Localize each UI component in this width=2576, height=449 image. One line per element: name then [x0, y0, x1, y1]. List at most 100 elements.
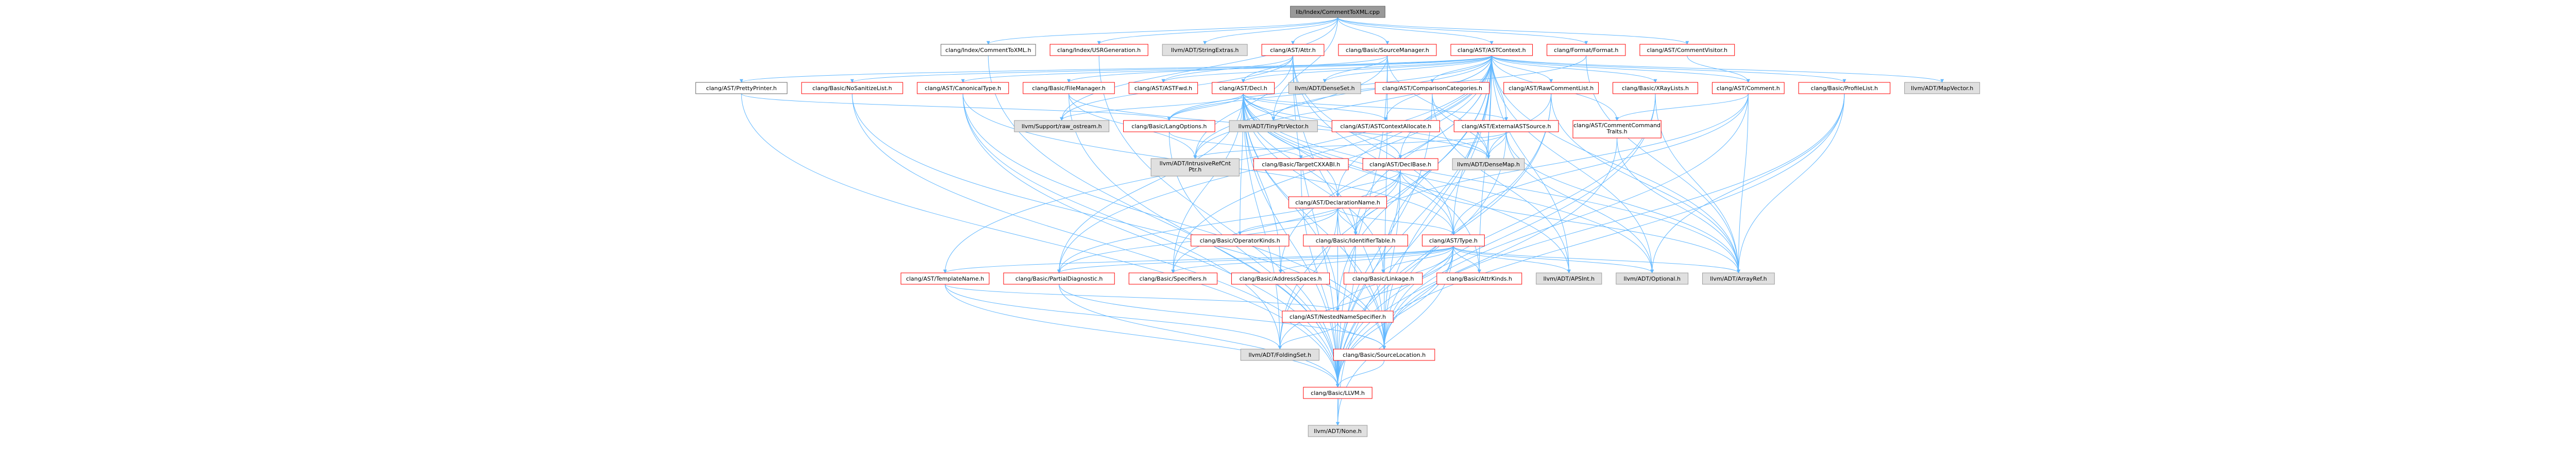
include-edge	[1736, 93, 1845, 273]
header-node-comparisoncategories[interactable]: clang/AST/ComparisonCategories.h	[1375, 82, 1490, 94]
node-label: llvm/ADT/APSInt.h	[1543, 275, 1595, 282]
header-node-profilelist[interactable]: clang/Basic/ProfileList.h	[1798, 82, 1891, 94]
include-edge	[1337, 17, 1588, 45]
node-box	[1290, 6, 1385, 18]
node-label: Ptr.h	[1189, 166, 1201, 173]
node-label: clang/Basic/Linkage.h	[1352, 275, 1414, 282]
include-edge	[1168, 131, 1340, 388]
node-label: clang/AST/Comment.h	[1717, 85, 1780, 92]
node-label: clang/AST/CanonicalType.h	[925, 85, 1001, 92]
header-node-attrkinds[interactable]: clang/Basic/AttrKinds.h	[1436, 272, 1522, 285]
node-label: clang/AST/DeclBase.h	[1369, 161, 1431, 168]
header-node-declbase[interactable]: clang/AST/DeclBase.h	[1362, 158, 1438, 170]
node-box	[1014, 120, 1110, 132]
include-edge	[852, 93, 1340, 388]
include-edge	[1243, 93, 1386, 350]
header-node-canonicaltype[interactable]: clang/AST/CanonicalType.h	[917, 82, 1009, 94]
include-edge	[1337, 17, 1389, 45]
header-node-specifiers[interactable]: clang/Basic/Specifiers.h	[1128, 272, 1217, 285]
header-node-targetcxxabi[interactable]: clang/Basic/TargetCXXABI.h	[1253, 158, 1349, 170]
node-label: clang/AST/RawCommentList.h	[1509, 85, 1594, 92]
node-label: clang/Basic/SourceLocation.h	[1343, 352, 1426, 358]
header-node-xraylists[interactable]: clang/Basic/XRayLists.h	[1613, 82, 1698, 94]
node-box	[917, 82, 1009, 94]
header-node-llvm[interactable]: clang/Basic/LLVM.h	[1303, 387, 1372, 399]
node-label: clang/AST/NestedNameSpecifier.h	[1290, 314, 1386, 320]
header-node-commenttoxmlh: clang/Index/CommentToXML.h	[940, 44, 1036, 56]
header-node-nestednamespecifier[interactable]: clang/AST/NestedNameSpecifier.h	[1282, 310, 1394, 323]
include-edge	[944, 284, 1340, 312]
node-label: clang/AST/CommentCommand	[1573, 122, 1660, 129]
header-node-addressspaces[interactable]: clang/Basic/AddressSpaces.h	[1231, 272, 1330, 285]
include-edge	[1486, 131, 1507, 159]
header-node-langoptions[interactable]: clang/Basic/LangOptions.h	[1123, 120, 1215, 132]
node-label: llvm/ADT/None.h	[1314, 428, 1362, 435]
node-label: clang/Basic/AddressSpaces.h	[1240, 275, 1322, 282]
header-node-partialdiagnostic[interactable]: clang/Basic/PartialDiagnostic.h	[1003, 272, 1115, 285]
header-node-astfwd[interactable]: clang/AST/ASTFwd.h	[1128, 82, 1198, 94]
node-label: clang/AST/DeclarationName.h	[1295, 199, 1380, 206]
include-edge	[1323, 55, 1492, 83]
header-node-usrgeneration[interactable]: clang/Index/USRGeneration.h	[1049, 44, 1148, 56]
header-node-rawcommentlist[interactable]: clang/AST/RawCommentList.h	[1503, 82, 1599, 94]
header-node-identifiertable[interactable]: clang/Basic/IdentifierTable.h	[1303, 234, 1409, 247]
node-label: clang/Basic/SourceManager.h	[1346, 47, 1429, 54]
include-edge	[1243, 93, 1509, 121]
header-node-filemanager[interactable]: clang/Basic/FileManager.h	[1023, 82, 1115, 94]
include-edge	[1168, 131, 1303, 159]
header-node-astcontext[interactable]: clang/AST/ASTContext.h	[1450, 44, 1533, 56]
include-edge	[1243, 93, 1282, 350]
header-node-type[interactable]: clang/AST/Type.h	[1422, 234, 1485, 247]
header-node-linkage[interactable]: clang/Basic/Linkage.h	[1344, 272, 1423, 285]
include-edge	[1336, 55, 1388, 388]
include-edge	[1451, 93, 1749, 235]
node-box	[1338, 44, 1437, 56]
node-box	[1453, 120, 1559, 132]
include-edge	[1687, 55, 1750, 83]
header-node-externalastsource[interactable]: clang/AST/ExternalASTSource.h	[1453, 120, 1559, 132]
header-node-decl[interactable]: clang/AST/Decl.h	[1212, 82, 1275, 94]
node-label: clang/AST/CommentVisitor.h	[1647, 47, 1728, 54]
header-node-astcontextallocate[interactable]: clang/AST/ASTContextAllocate.h	[1331, 120, 1440, 132]
include-edge	[1336, 93, 1656, 388]
include-edge	[1453, 246, 1481, 273]
node-label: llvm/ADT/FoldingSet.h	[1248, 352, 1311, 358]
include-edge	[1243, 93, 1276, 121]
header-node-tinyptrvector: llvm/ADT/TinyPtrVector.h	[1229, 120, 1318, 132]
include-edge	[1291, 17, 1338, 45]
node-layer: lib/Index/CommentToXML.cpp clang/AST/ASTC…	[695, 6, 1980, 437]
node-box	[1331, 120, 1440, 132]
include-edge	[1381, 246, 1454, 273]
header-node-declarationname[interactable]: clang/AST/DeclarationName.h	[1288, 196, 1387, 209]
include-edge	[850, 55, 1492, 83]
header-node-nosanitizelist[interactable]: clang/Basic/NoSanitizeList.h	[801, 82, 903, 94]
header-node-operatorkinds[interactable]: clang/Basic/OperatorKinds.h	[1191, 234, 1290, 247]
header-node-attr[interactable]: clang/AST/Attr.h	[1261, 44, 1325, 56]
node-label: clang/Basic/FileManager.h	[1032, 85, 1105, 92]
header-node-stringextras: llvm/ADT/StringExtras.h	[1162, 44, 1248, 56]
header-node-sourcemanager[interactable]: clang/Basic/SourceManager.h	[1338, 44, 1437, 56]
include-edge	[1382, 93, 1656, 350]
include-edge	[1398, 131, 1507, 159]
include-edge	[1736, 93, 1749, 273]
include-edge	[1491, 55, 1846, 83]
header-node-comment[interactable]: clang/AST/Comment.h	[1711, 82, 1785, 94]
header-node-root[interactable]: lib/Index/CommentToXML.cpp	[1290, 6, 1385, 18]
header-node-formath[interactable]: clang/Format/Format.h	[1547, 44, 1626, 56]
node-box	[1231, 272, 1330, 285]
include-edge	[1243, 93, 1340, 388]
header-node-templatename[interactable]: clang/AST/TemplateName.h	[901, 272, 990, 285]
header-node-prettyprinter: clang/AST/PrettyPrinter.h	[695, 82, 788, 94]
node-label: clang/Basic/IdentifierTable.h	[1316, 237, 1396, 244]
node-label: clang/Basic/OperatorKinds.h	[1200, 237, 1280, 244]
header-node-sourcelocation[interactable]: clang/Basic/SourceLocation.h	[1333, 349, 1435, 361]
include-edge	[1203, 17, 1338, 45]
node-label: clang/Format/Format.h	[1554, 47, 1618, 54]
include-edge	[986, 17, 1338, 45]
node-box	[1702, 272, 1775, 285]
node-label: llvm/ADT/DenseMap.h	[1457, 161, 1520, 168]
header-node-commentvisitor[interactable]: clang/AST/CommentVisitor.h	[1639, 44, 1735, 56]
